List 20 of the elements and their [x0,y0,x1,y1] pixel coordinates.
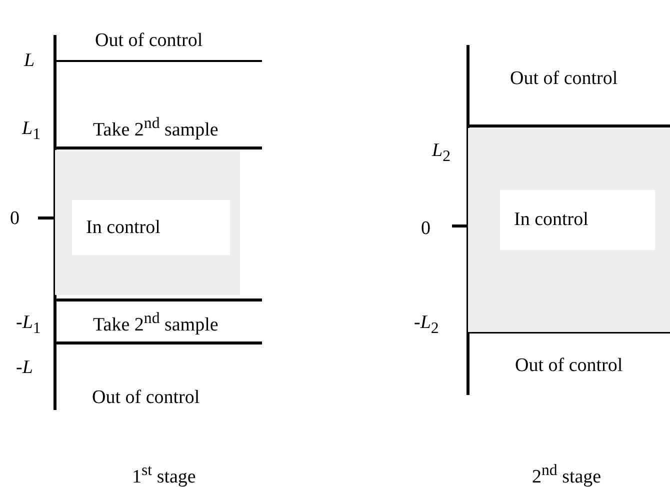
limit-label: L$_{1}$ [22,118,40,145]
limit-label: -L$_{1}$ [16,312,41,339]
limit-label: L$_{2}$ [432,140,450,167]
zone-label: In control [500,190,655,250]
limit-label: -L$_{2}$ [414,312,439,339]
zone-label: Out of control [510,68,618,90]
stage-label: 2$^{nd}$ stage [532,461,602,487]
limit-label: L [24,50,35,72]
axis-value: 0 [421,218,430,240]
stage-label: 1$^{st}$ stage [132,461,196,487]
zone-label: Take 2$^{nd}$ sample [93,309,218,336]
zone-label: Take 2$^{nd}$ sample [93,114,218,142]
zone-label: Out of control [95,30,203,52]
limit-label: -L [16,357,33,379]
zone-label: In control [72,200,230,255]
axis-value: 0 [10,208,20,230]
zone-label: Out of control [92,387,200,409]
in-control-zone [55,150,240,295]
in-control-zone [468,128,670,332]
zone-label: Out of control [515,355,623,377]
